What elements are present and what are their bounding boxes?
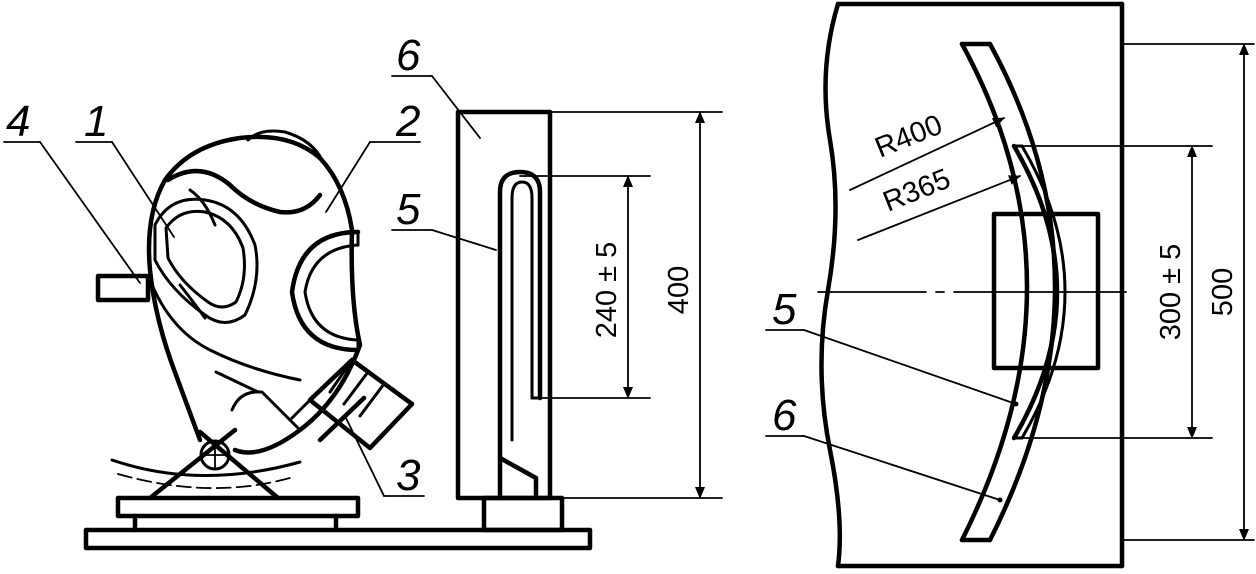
callout-3: 3 [396, 451, 421, 500]
head-stand [110, 427, 302, 501]
dim-r-outer: R400 [871, 109, 947, 165]
callout-6-right: 6 [772, 391, 797, 440]
callout-1: 1 [84, 97, 108, 146]
dim-panel-height: 400 [663, 266, 695, 314]
panel-plan-view: R400 R365 300 ± 5 500 5 6 [765, 1, 1255, 569]
dim-window-height: 300 ± 5 [1155, 244, 1187, 341]
leaders-left [3, 141, 425, 497]
side-rod [95, 273, 151, 303]
dim-slot-height: 240 ± 5 [591, 242, 623, 339]
callout-4: 4 [6, 97, 30, 146]
head-outline [146, 129, 363, 455]
callout-6-left: 6 [396, 31, 421, 80]
filter-canister [290, 357, 415, 451]
callout-5-left: 5 [396, 185, 421, 234]
callout-2: 2 [395, 97, 420, 146]
callout-5-right: 5 [772, 285, 797, 334]
mask-body [148, 168, 323, 382]
base-plate [83, 495, 593, 551]
panel-side-view: 240 ± 5 400 6 5 [391, 31, 723, 533]
front-visor [289, 229, 361, 353]
dim-total-height: 500 [1207, 268, 1239, 316]
left-view: 4 1 2 3 [3, 97, 593, 551]
